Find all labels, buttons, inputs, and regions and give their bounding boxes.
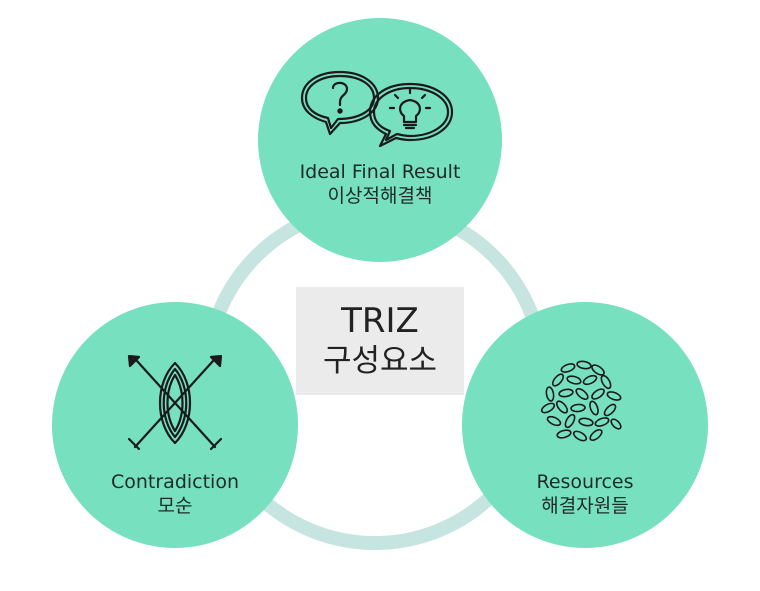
speech-bubbles-question-lightbulb-icon [300,70,454,148]
resources-label: Resources 해결자원들 [462,470,708,518]
center-subtitle: 구성요소 [322,343,438,379]
ideal-final-result-label: Ideal Final Result 이상적해결책 [258,160,502,208]
center-title: TRIZ [341,301,419,341]
resources-name: Resources [536,471,634,493]
contradiction-korean: 모순 [157,495,193,517]
resources-korean: 해결자원들 [541,495,629,517]
center-title-box: TRIZ 구성요소 [296,287,464,395]
contradiction-name: Contradiction [110,471,240,493]
seed-pile-icon [540,360,622,442]
ideal-final-result-name: Ideal Final Result [299,161,461,183]
ideal-final-result-korean: 이상적해결책 [327,185,433,207]
ideal-final-result-circle [258,18,502,262]
crossed-spears-shield-icon [127,355,223,451]
contradiction-label: Contradiction 모순 [52,470,298,518]
contradiction-circle [52,302,298,548]
